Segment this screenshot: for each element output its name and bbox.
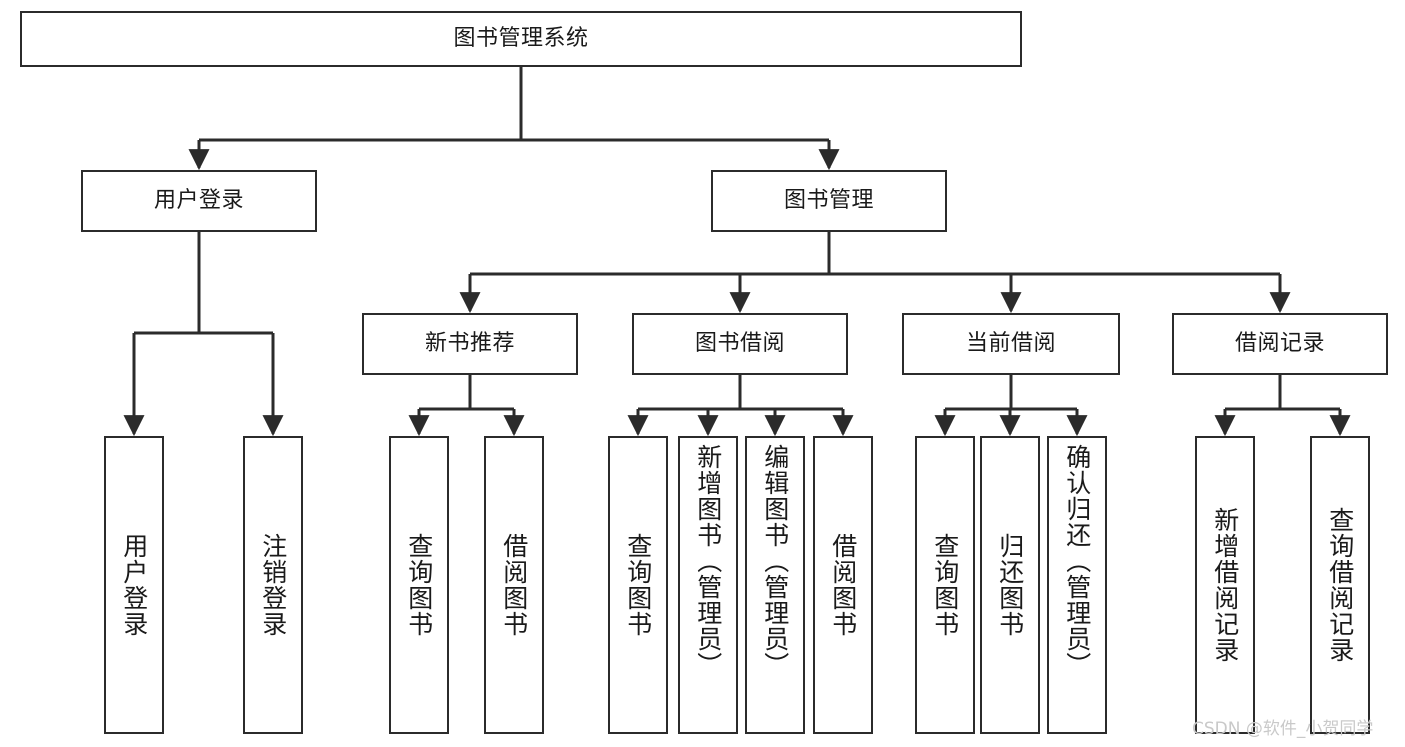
node-label: 查询图书 [404, 533, 434, 637]
node-label: 借阅记录 [1234, 331, 1325, 357]
node-label: 用户登录 [119, 533, 149, 637]
node-leaf-query-book-recommend[interactable]: 查询图书 [389, 436, 449, 734]
node-label: 新书推荐 [424, 331, 515, 357]
node-borrow-record[interactable]: 借阅记录 [1172, 313, 1388, 375]
node-leaf-return-book[interactable]: 归还图书 [980, 436, 1040, 734]
node-leaf-confirm-return[interactable]: 确认归还（管理员） [1047, 436, 1107, 734]
node-label: 借阅图书 [499, 533, 529, 637]
node-leaf-logout[interactable]: 注销登录 [243, 436, 303, 734]
node-new-book-recommend[interactable]: 新书推荐 [362, 313, 578, 375]
node-leaf-add-book[interactable]: 新增图书（管理员） [678, 436, 738, 734]
node-label: 查询借阅记录 [1325, 507, 1355, 663]
node-book-manage[interactable]: 图书管理 [711, 170, 947, 232]
watermark-text: CSDN @软件_小贺同学 [1192, 719, 1374, 739]
node-leaf-borrow-book[interactable]: 借阅图书 [813, 436, 873, 734]
node-root-system[interactable]: 图书管理系统 [20, 11, 1022, 67]
node-label: 查询图书 [623, 533, 653, 637]
node-label: 新增借阅记录 [1210, 507, 1240, 663]
node-label: 图书管理 [783, 188, 874, 214]
node-leaf-add-borrow-record[interactable]: 新增借阅记录 [1195, 436, 1255, 734]
node-current-borrow[interactable]: 当前借阅 [902, 313, 1120, 375]
node-label: 编辑图书（管理员） [760, 444, 790, 678]
node-label: 确认归还（管理员） [1062, 444, 1092, 678]
node-leaf-query-book-current[interactable]: 查询图书 [915, 436, 975, 734]
node-leaf-user-login[interactable]: 用户登录 [104, 436, 164, 734]
node-book-borrow[interactable]: 图书借阅 [632, 313, 848, 375]
node-leaf-query-book-borrow[interactable]: 查询图书 [608, 436, 668, 734]
node-leaf-borrow-book-recommend[interactable]: 借阅图书 [484, 436, 544, 734]
node-label: 图书借阅 [694, 331, 785, 357]
node-label: 图书管理系统 [453, 26, 589, 52]
node-label: 注销登录 [258, 533, 288, 637]
node-label: 用户登录 [153, 188, 244, 214]
node-leaf-query-borrow-record[interactable]: 查询借阅记录 [1310, 436, 1370, 734]
node-label: 归还图书 [995, 533, 1025, 637]
node-label: 新增图书（管理员） [693, 444, 723, 678]
node-label: 查询图书 [930, 533, 960, 637]
node-label: 借阅图书 [828, 533, 858, 637]
node-leaf-edit-book[interactable]: 编辑图书（管理员） [745, 436, 805, 734]
node-label: 当前借阅 [965, 331, 1056, 357]
node-user-login[interactable]: 用户登录 [81, 170, 317, 232]
